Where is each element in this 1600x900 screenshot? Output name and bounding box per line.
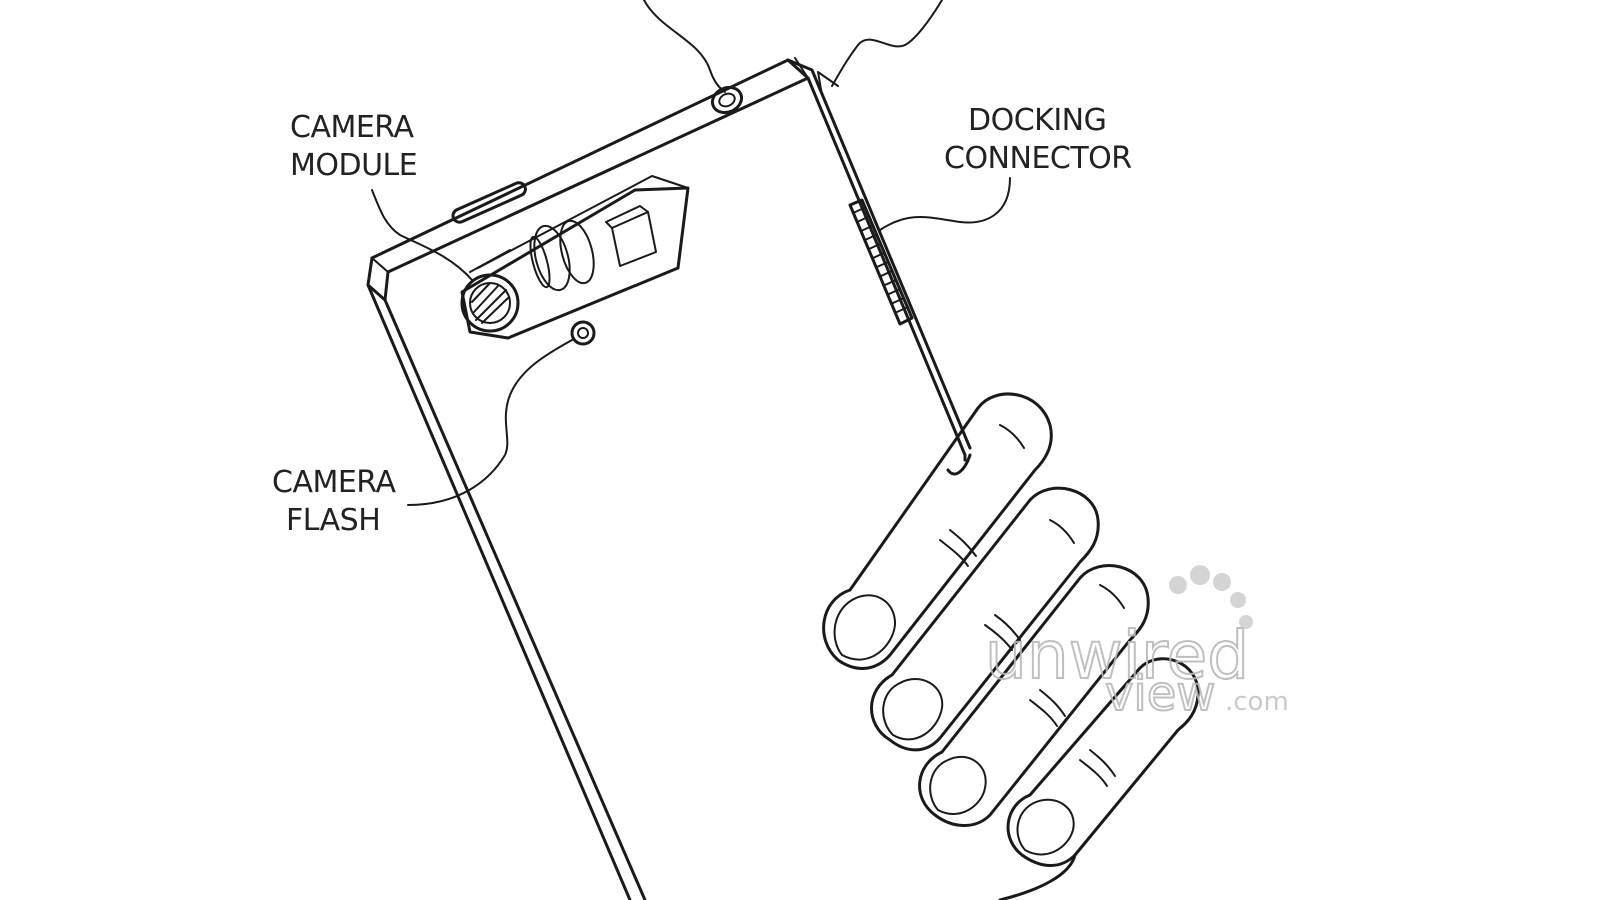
label-camera-flash-line2: FLASH xyxy=(286,503,380,538)
docking-connector-icon xyxy=(848,198,914,326)
fingernail-1 xyxy=(833,594,897,661)
speaker-grille xyxy=(451,181,527,224)
phone-top-corner-bevel xyxy=(794,57,809,79)
phone-top-side xyxy=(370,58,810,260)
label-camera-flash: CAMERA FLASH xyxy=(272,465,397,538)
knuckle-3 xyxy=(1029,689,1066,727)
knuckle-2b xyxy=(1049,519,1075,544)
camera-lens-icon xyxy=(460,273,520,333)
lens-element-1 xyxy=(533,224,571,292)
lens-element-2 xyxy=(559,219,595,285)
top-port-icon xyxy=(710,85,744,115)
phone-back-top-edge xyxy=(386,76,967,462)
fingernail-3 xyxy=(929,755,987,816)
camera-module-inner-edge xyxy=(469,249,511,273)
label-docking-connector-line1: DOCKING xyxy=(968,103,1106,138)
knuckle-2 xyxy=(984,614,1021,651)
phone-body xyxy=(366,57,972,900)
hand xyxy=(822,392,1200,900)
leader-top-port xyxy=(643,0,726,93)
label-camera-module-line1: CAMERA xyxy=(290,110,414,145)
knuckle-3b xyxy=(1099,584,1125,609)
label-docking-connector-line2: CONNECTOR xyxy=(944,141,1132,176)
fingernail-2 xyxy=(882,678,944,741)
sensor-block xyxy=(611,211,657,267)
knuckle-4 xyxy=(1079,749,1116,787)
camera-module xyxy=(460,175,690,340)
label-camera-module-line2: MODULE xyxy=(290,148,417,183)
watermark-line1: unwired xyxy=(985,617,1249,694)
label-camera-flash-line1: CAMERA xyxy=(272,465,396,500)
camera-flash-icon xyxy=(570,320,596,346)
knuckle-1 xyxy=(939,529,977,567)
phone-back-left-edge xyxy=(383,270,647,900)
phone-right-side xyxy=(786,58,972,450)
leader-camera-module xyxy=(371,189,473,281)
fingernail-4 xyxy=(1016,798,1075,856)
watermark-dots xyxy=(1169,565,1253,629)
label-camera-module: CAMERA MODULE xyxy=(290,110,418,183)
palm-bottom xyxy=(998,853,1077,900)
phone-left-side xyxy=(366,283,632,900)
watermark-suffix: .com xyxy=(1225,687,1289,717)
finger-1 xyxy=(822,392,1053,670)
watermark: unwired view .com xyxy=(984,565,1289,723)
lens-element-3 xyxy=(529,235,551,289)
finger-4 xyxy=(1006,657,1200,867)
phone-corner-bevel xyxy=(371,257,389,273)
label-docking-connector: DOCKING CONNECTOR xyxy=(944,103,1132,176)
leader-lines xyxy=(371,0,1011,506)
knuckle-1b xyxy=(999,424,1025,449)
leader-camera-flash xyxy=(407,339,573,506)
leader-phone xyxy=(831,0,943,87)
leader-docking-connector xyxy=(879,177,1011,231)
camera-module-housing xyxy=(460,186,690,340)
finger-2 xyxy=(870,486,1100,752)
sensor-block-top xyxy=(605,205,649,229)
finger-3 xyxy=(918,564,1150,827)
palm-edge xyxy=(946,453,972,476)
arrowhead xyxy=(817,71,839,96)
watermark-line2: view xyxy=(1105,666,1216,722)
